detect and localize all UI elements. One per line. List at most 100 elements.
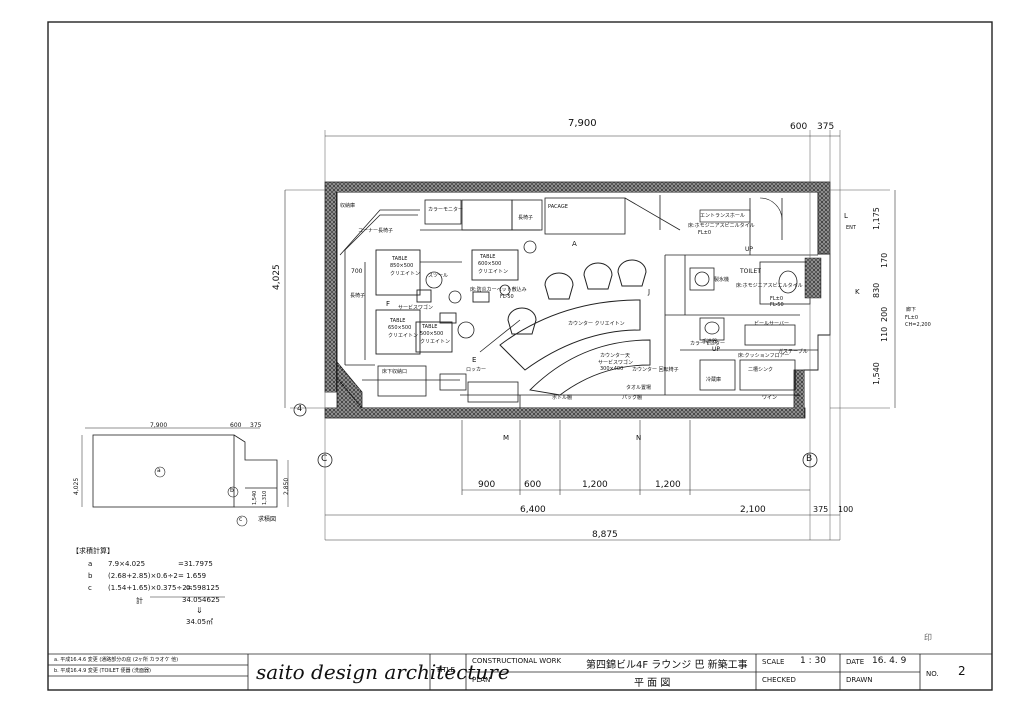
area-sketch [81, 427, 289, 508]
label-sink: 二槽シンク [748, 367, 774, 373]
calc-a-val: =31.7975 [178, 560, 213, 568]
label-floor-carpet: 床:防炎カーペット敷込み [470, 287, 527, 293]
dim-left-4025: 4,025 [272, 264, 282, 290]
sub-area-b: b [230, 487, 234, 494]
dim-bottom-375: 375 [813, 505, 829, 514]
sub-caption: 求積図 [258, 516, 277, 523]
table-4 [471, 249, 519, 281]
section-a: A [572, 240, 577, 248]
label-counter-stool: カウンター 回転椅子 [632, 367, 679, 373]
table3-size: 500×500 [420, 331, 444, 337]
dim-bottom-1200b: 1,200 [655, 480, 681, 490]
plan-label: PLAN [472, 676, 491, 684]
dim-top-375: 375 [817, 122, 835, 132]
stool [425, 271, 443, 289]
label-long-chair2: 長椅子 [518, 215, 534, 221]
approval-stamp: 印 [924, 633, 932, 642]
grid-marker-4 [293, 403, 307, 417]
label-color-monitor-top: カラーモニター [690, 341, 726, 347]
main-floor-plan [324, 181, 831, 419]
grid-label-4: 4 [297, 404, 303, 413]
calc-c-expr: (1.54+1.65)×0.375÷2= [108, 584, 193, 592]
dim-700: 700 [351, 268, 363, 275]
west-wall [324, 191, 338, 393]
dim-right-1540: 1,540 [872, 362, 881, 385]
label-entrance-hall: エントランスホール [700, 213, 745, 219]
label-service-wagon2: サービスワゴン [598, 360, 634, 366]
label-entrance-finish: 床:ホモジニアスビニルタイル [688, 223, 755, 229]
dim-bottom-8875: 8,875 [592, 530, 618, 540]
calc-a-label: a [88, 560, 93, 568]
dim-bottom-900: 900 [478, 480, 496, 490]
revision-b: b. 平成16.4.9 変更 (TOILET 便器 (洗面器) [54, 668, 151, 674]
grid-marker-c [317, 452, 333, 468]
calc-a-expr: 7.9×4.025 [108, 560, 146, 568]
calc-b-val: = 1.659 [178, 572, 207, 580]
label-counter: カウンター クリエイトン [568, 321, 625, 327]
label-beer-server: ビールサーバー [754, 321, 789, 327]
calc-sum-val: 34.054625 [182, 596, 220, 604]
date-value: 16. 4. 9 [872, 656, 907, 666]
table-3 [415, 321, 453, 353]
counter-top [499, 299, 641, 371]
label-ice-maker: 製氷機 [714, 277, 730, 283]
dim-bottom-600: 600 [524, 480, 542, 490]
label-pack-shelf: パック棚 [622, 395, 643, 401]
dim-right-830: 830 [872, 282, 881, 298]
label-fl50b: FL-50 [500, 294, 514, 300]
table1-size: 850×500 [390, 263, 414, 269]
scale-value: 1 : 30 [800, 656, 826, 666]
drawn-label: DRAWN [846, 676, 873, 684]
scale-label: SCALE [762, 658, 785, 666]
east-wall [817, 191, 831, 255]
calc-b-label: b [88, 572, 93, 580]
section-m: M [503, 434, 510, 442]
grid-marker-b [802, 452, 818, 468]
grid-axes [285, 130, 890, 540]
label-bottle-shelf: ボトル棚 [552, 395, 573, 401]
label-counter-top: カウンター天 [600, 353, 631, 359]
section-n: N [636, 434, 642, 442]
revision-a: a. 平成16.4.6 変更 (通路部分の庇 (2ヶ所 カラオケ 他) [54, 657, 179, 663]
calc-final: 34.05㎡ [186, 618, 214, 626]
label-stool: スツール [428, 273, 449, 279]
no-label: NO. [926, 670, 939, 678]
table4-size: 600×500 [478, 261, 502, 267]
label-service-wagon: サービスワゴン [398, 305, 434, 311]
section-k: K [855, 288, 860, 296]
label-wagon-size: 300×400 [600, 366, 624, 372]
table2-size: 650×500 [388, 325, 412, 331]
label-stage: 床下収納口 [382, 369, 408, 375]
date-label: DATE [846, 658, 865, 666]
label-up: UP [745, 246, 754, 253]
section-l: L [844, 212, 848, 220]
label-towel: タオル置場 [626, 385, 652, 391]
sub-area-a: a [157, 467, 161, 474]
calc-b-expr: (2.68+2.85)×0.6÷2 [108, 572, 178, 580]
label-package: PACAGE [548, 204, 568, 210]
label-locker: ロッカー [466, 367, 487, 373]
west-slant-wall [336, 360, 363, 409]
sub-dim-375: 375 [250, 422, 262, 429]
label-toilet: TOILET [740, 268, 761, 275]
calc-sum-label: 計 [136, 597, 143, 605]
sub-dim-top: 7,900 [150, 422, 168, 429]
brand-logo: saito design architecture [256, 660, 510, 684]
table2-name: TABLE [390, 318, 406, 324]
sub-dim-r2: 1,310 [262, 490, 268, 505]
label-toilet-floor: 床:ホモジニアスビニルタイル [736, 283, 803, 289]
dim-top-7900: 7,900 [568, 118, 597, 129]
title-block [48, 653, 992, 690]
section-f: F [386, 300, 391, 308]
counter-stool [583, 262, 613, 290]
stool [448, 290, 462, 304]
sub-dim-left: 4,025 [73, 477, 80, 495]
label-cushion-floor: 床:クッションフロアー [738, 353, 790, 359]
label-fl-note: FL±0 [905, 315, 919, 321]
calc-arrow: ⇓ [196, 606, 203, 615]
label-dishwasher: ワイン [762, 395, 778, 401]
sub-dim-r1: 1,540 [252, 490, 258, 505]
label-up2: UP [712, 346, 721, 353]
label-toilet-fl: FL±0 [770, 296, 784, 302]
east-wall-lower [793, 369, 805, 409]
